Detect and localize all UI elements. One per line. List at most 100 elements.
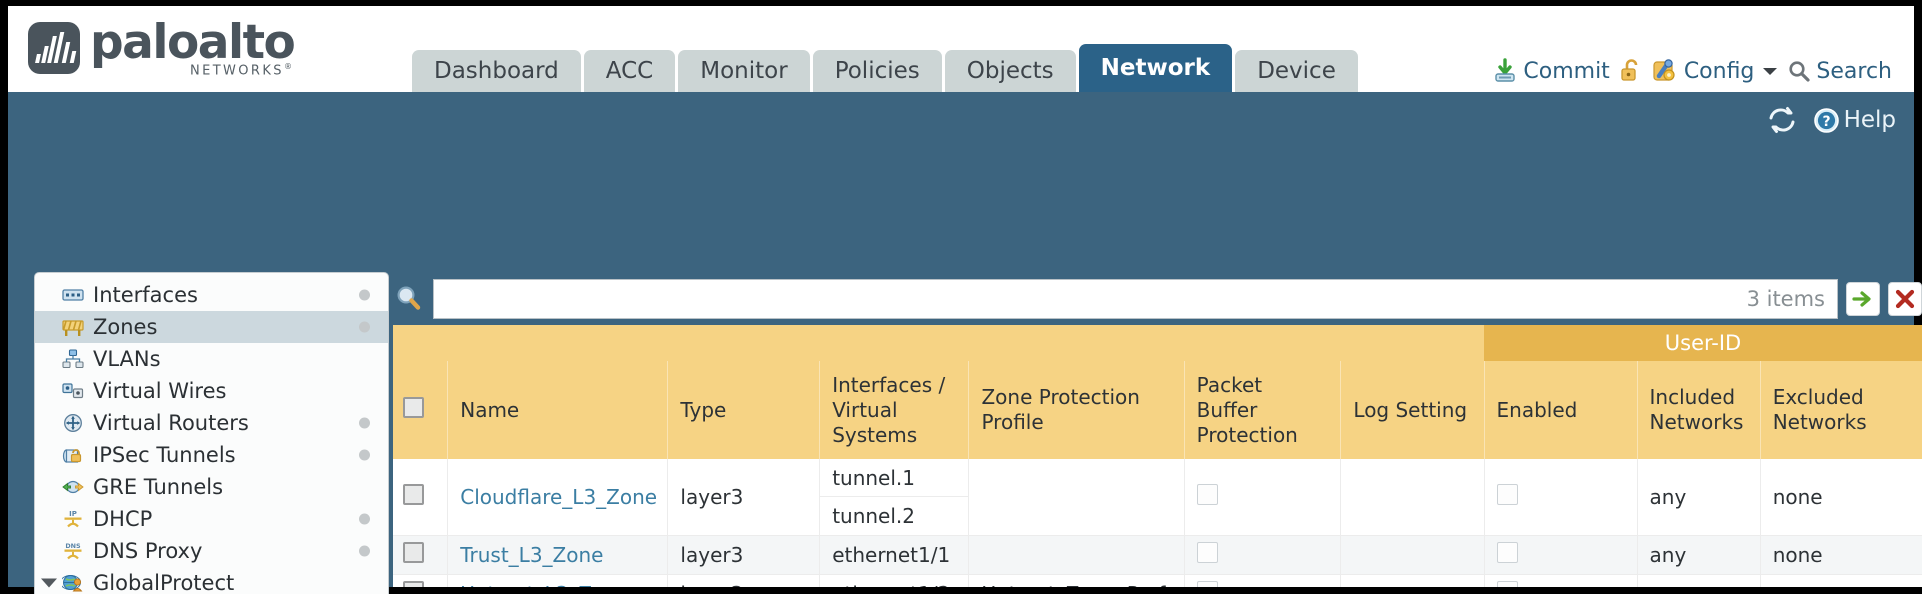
sidebar-item-dns-proxy[interactable]: DNS DNS Proxy [35, 535, 388, 567]
nav-tab-policies[interactable]: Policies [812, 50, 942, 92]
config-menu[interactable]: Config [1652, 58, 1779, 84]
virtual-wires-icon [61, 381, 85, 401]
sidebar-item-zones[interactable]: Zones [35, 311, 388, 343]
cell-packet-buffer-protection [1183, 459, 1341, 536]
sidebar-item-virtual-wires[interactable]: Virtual Wires [35, 375, 388, 407]
row-select-checkbox[interactable] [403, 581, 424, 587]
table-row[interactable]: Untrust_L3_Zonelayer3ethernet1/2Untrust_… [393, 574, 1922, 587]
brand-name: paloalto [90, 15, 296, 70]
gre-tunnels-icon [61, 477, 85, 497]
nav-tab-objects[interactable]: Objects [944, 50, 1076, 92]
table-group-header-row: User-ID [393, 325, 1922, 361]
sidebar-item-ipsec-tunnels[interactable]: IPSec Tunnels [35, 439, 388, 471]
cell-name: Untrust_L3_Zone [447, 574, 668, 587]
column-header-enabled: Enabled [1483, 361, 1638, 459]
cell-userid-enabled [1483, 459, 1638, 536]
cell-zone-protection-profile: Untrust_Zone_Prof [968, 574, 1185, 587]
paloalto-logo[interactable]: paloalto NETWORKS® [28, 15, 296, 78]
sidebar-item-status-dot [359, 513, 370, 525]
sidebar-item-virtual-routers[interactable]: Virtual Routers [35, 407, 388, 439]
commit-download-icon [1492, 58, 1518, 84]
sidebar-item-label: DNS Proxy [93, 539, 203, 563]
interface-entry: ethernet1/2 [820, 575, 968, 587]
cell-excluded-networks: none [1759, 459, 1922, 536]
column-header-zpp: Zone Protection Profile [968, 361, 1185, 459]
config-label: Config [1683, 58, 1755, 84]
nav-tab-device[interactable]: Device [1235, 50, 1358, 92]
cell-zone-protection-profile [968, 459, 1185, 536]
column-header-logsetting: Log Setting [1340, 361, 1485, 459]
select-all-checkbox[interactable] [403, 396, 424, 418]
chevron-down-icon[interactable] [41, 578, 57, 588]
packet-buffer-protection-checkbox[interactable] [1196, 542, 1218, 563]
svg-text:DNS: DNS [65, 542, 81, 550]
userid-enabled-checkbox[interactable] [1496, 484, 1518, 505]
commit-button[interactable]: Commit [1492, 58, 1610, 84]
items-count-label: 3 items [1746, 287, 1825, 311]
nav-tab-network[interactable]: Network [1078, 44, 1233, 92]
nav-tab-dashboard[interactable]: Dashboard [412, 50, 581, 92]
packet-buffer-protection-checkbox[interactable] [1196, 484, 1218, 505]
search-input[interactable] [446, 287, 1747, 311]
zone-name-link[interactable]: Untrust_L3_Zone [460, 582, 629, 587]
virtual-routers-icon [61, 413, 85, 433]
row-select-checkbox[interactable] [403, 542, 424, 563]
clear-filter-button[interactable] [1888, 282, 1922, 316]
help-question-icon: ? [1813, 107, 1840, 134]
sidebar-item-vlans[interactable]: VLANs [35, 343, 388, 375]
dns-proxy-icon: DNS [61, 541, 85, 561]
row-select-checkbox[interactable] [403, 484, 424, 505]
header-toolbar: Commit [1492, 58, 1892, 84]
nav-tab-monitor[interactable]: Monitor [678, 50, 810, 92]
userid-enabled-checkbox[interactable] [1496, 581, 1518, 587]
cell-log-setting [1340, 459, 1485, 536]
search-magnifier-icon[interactable] [393, 283, 425, 315]
config-wrench-icon [1652, 58, 1679, 84]
column-header-excluded: Excluded Networks [1759, 361, 1922, 459]
refresh-icon[interactable] [1767, 106, 1797, 134]
green-arrow-apply-icon [1851, 288, 1875, 310]
search-button[interactable]: Search [1787, 59, 1892, 84]
unlocked-padlock-icon[interactable] [1619, 58, 1643, 84]
sidebar-item-interfaces[interactable]: Interfaces [35, 279, 388, 311]
cell-name: Trust_L3_Zone [447, 535, 668, 575]
red-x-clear-icon [1893, 288, 1917, 310]
group-header-spacer [393, 325, 1485, 361]
sidebar-item-status-dot [359, 449, 370, 461]
packet-buffer-protection-checkbox[interactable] [1196, 581, 1218, 587]
apply-filter-button[interactable] [1846, 282, 1880, 316]
zone-name-link[interactable]: Trust_L3_Zone [460, 543, 604, 567]
svg-text:IP: IP [69, 510, 77, 518]
filter-search-box[interactable]: 3 items [433, 279, 1838, 319]
sidebar-item-gre-tunnels[interactable]: GRE Tunnels [35, 471, 388, 503]
svg-text:?: ? [1822, 114, 1830, 130]
cell-packet-buffer-protection [1183, 535, 1341, 575]
sidebar-item-label: Virtual Wires [93, 379, 227, 403]
userid-enabled-checkbox[interactable] [1496, 542, 1518, 563]
cell-packet-buffer-protection [1183, 574, 1341, 587]
cell-log-setting [1340, 535, 1485, 575]
search-magnifier-icon [1787, 59, 1811, 83]
cell-zone-protection-profile [968, 535, 1185, 575]
sidebar-item-globalprotect[interactable]: GlobalProtect [35, 567, 388, 594]
paloalto-logo-mark [28, 22, 80, 75]
zones-icon [61, 317, 85, 337]
nav-tab-acc[interactable]: ACC [583, 50, 676, 92]
interfaces-icon [61, 285, 85, 305]
sidebar-item-status-dot [359, 417, 370, 429]
help-link[interactable]: ? Help [1813, 107, 1896, 134]
sidebar-item-label: Zones [93, 315, 158, 339]
zone-name-link[interactable]: Cloudflare_L3_Zone [460, 485, 658, 509]
commit-label: Commit [1523, 58, 1610, 84]
